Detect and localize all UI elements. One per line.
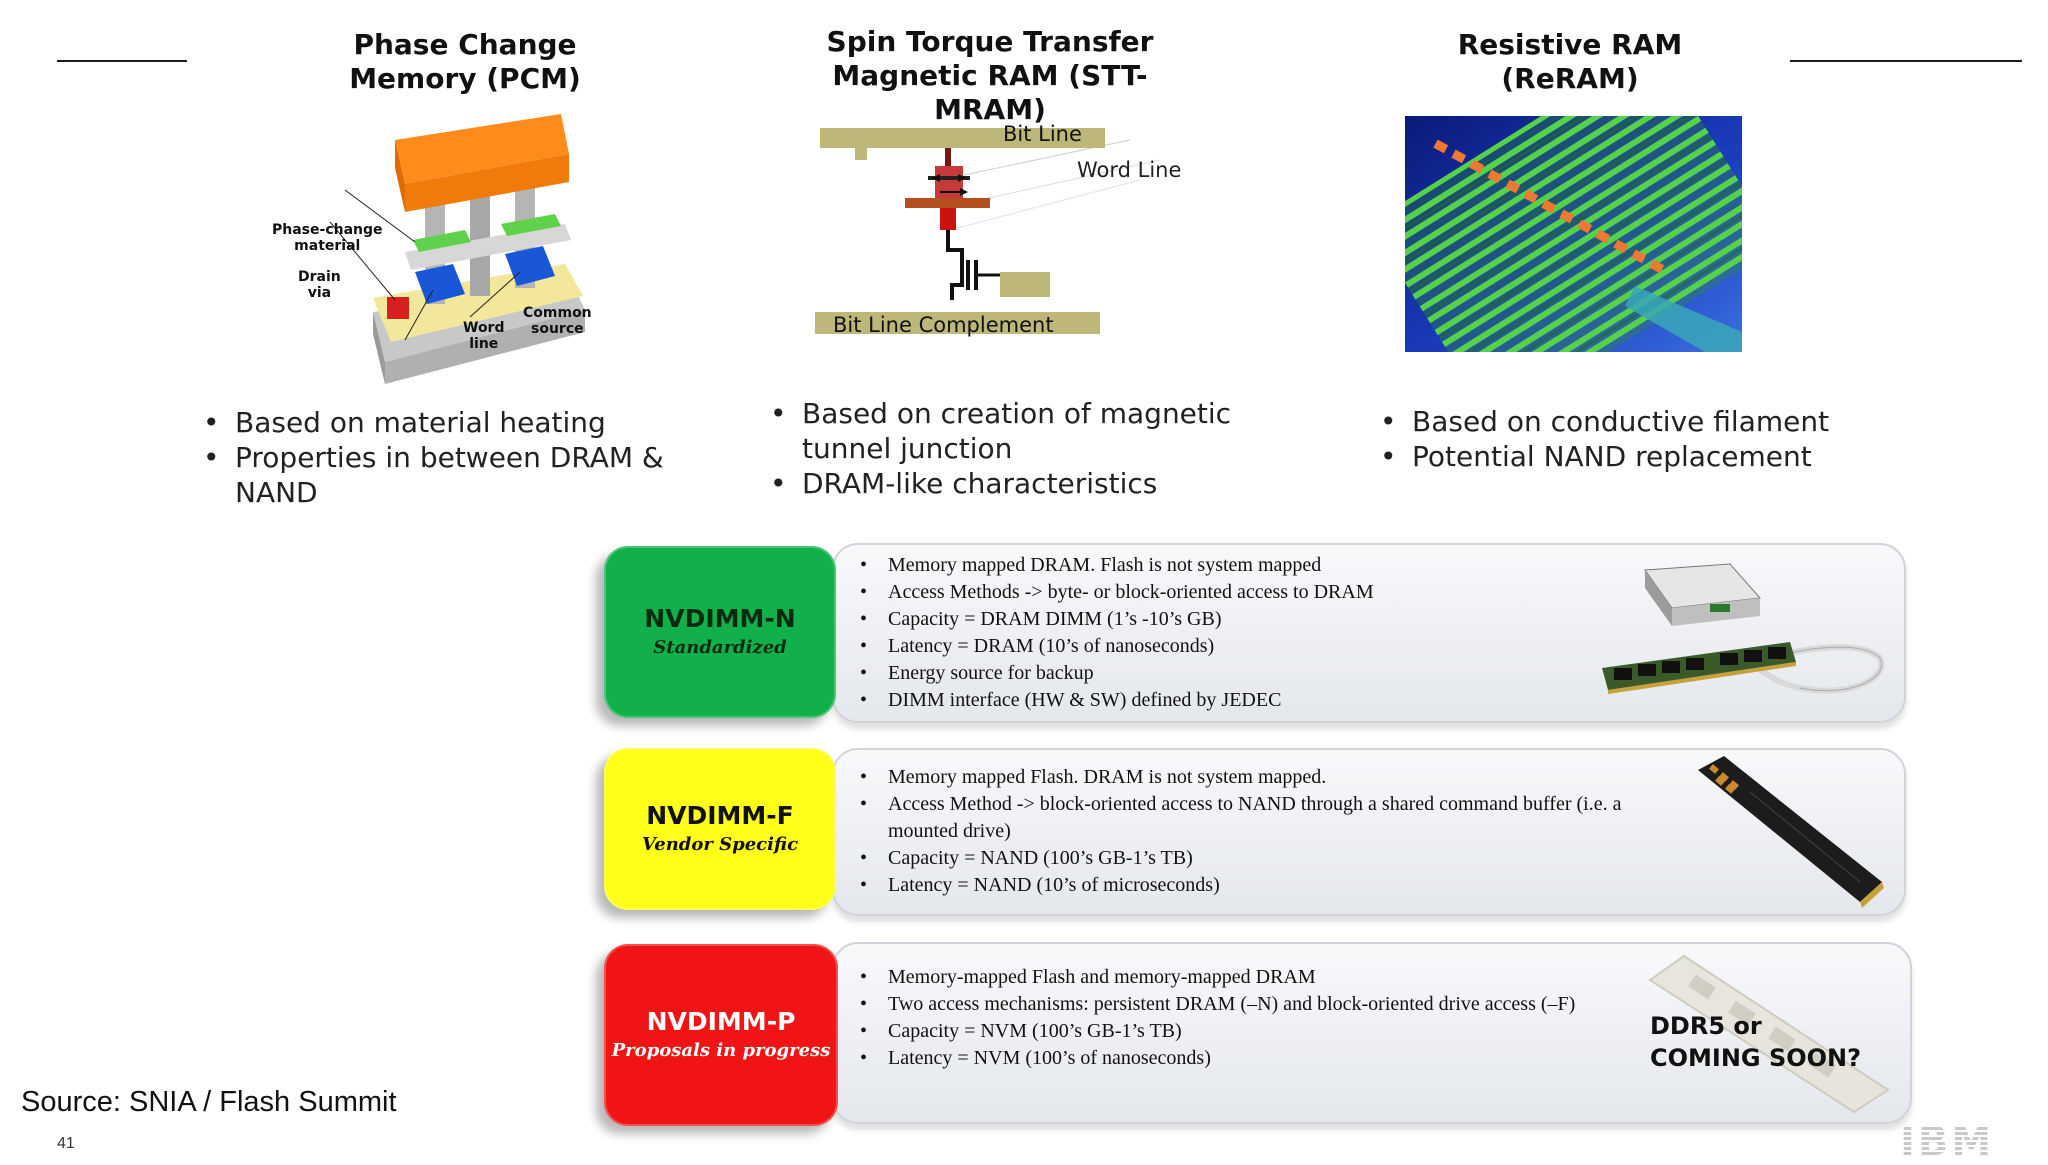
reram-crossbar-image [1405, 116, 1742, 352]
list-item: Capacity = DRAM DIMM (1’s -10’s GB) [860, 606, 1620, 633]
list-item: Latency = NAND (10’s of microseconds) [860, 872, 1690, 899]
list-item: Access Methods -> byte- or block-oriente… [860, 579, 1620, 606]
flash-dimm-icon [1698, 756, 1884, 908]
nvdimm-p-module-image [1640, 950, 1890, 1115]
list-item: Latency = DRAM (10’s of nanoseconds) [860, 633, 1620, 660]
list-item: Energy source for backup [860, 660, 1620, 687]
pcm-title: Phase Change Memory (PCM) [349, 28, 581, 95]
reram-crossbar-illustration [1405, 116, 1742, 352]
list-item: DRAM-like characteristics [770, 466, 1240, 501]
nvdimm-n-module-image [1600, 558, 1890, 708]
list-item: DIMM interface (HW & SW) defined by JEDE… [860, 687, 1620, 714]
list-item: Capacity = NAND (100’s GB-1’s TB) [860, 845, 1690, 872]
nvdimm-p-badge: NVDIMM-P Proposals in progress [604, 944, 838, 1126]
list-item: Access Method -> block-oriented access t… [860, 791, 1690, 845]
source-credit: Source: SNIA / Flash Summit [21, 1086, 397, 1118]
stt-label-bit-line: Bit Line [1003, 122, 1082, 146]
list-item: Memory mapped DRAM. Flash is not system … [860, 552, 1620, 579]
page-number: 41 [57, 1135, 75, 1152]
list-item: Memory mapped Flash. DRAM is not system … [860, 764, 1690, 791]
stt-mram-circuit-illustration [815, 128, 1161, 334]
list-item: Memory-mapped Flash and memory-mapped DR… [860, 964, 1660, 991]
nvdimm-f-name: NVDIMM-F [646, 801, 794, 830]
right-title-rule [1790, 60, 2022, 62]
nvdimm-f-badge: NVDIMM-F Vendor Specific [604, 748, 836, 910]
list-item: Based on material heating [203, 405, 743, 440]
pcm-label-phase-change: Phase-change material [272, 222, 383, 254]
nvdimm-p-name: NVDIMM-P [646, 1007, 796, 1036]
nvdimm-p-bullets: Memory-mapped Flash and memory-mapped DR… [860, 964, 1660, 1072]
pcm-label-common-source: Common source [523, 305, 592, 337]
nvdimm-f-status: Vendor Specific [641, 834, 799, 855]
stt-label-word-line: Word Line [1077, 158, 1182, 182]
nvdimm-f-bullets: Memory mapped Flash. DRAM is not system … [860, 764, 1690, 899]
list-item: Potential NAND replacement [1380, 439, 1900, 474]
list-item: Based on creation of magnetic tunnel jun… [770, 396, 1240, 466]
pcm-cell-diagram: Phase-change material Drain via Word lin… [265, 112, 625, 392]
nvdimm-p-status: Proposals in progress [611, 1040, 831, 1061]
stt-label-bit-line-complement: Bit Line Complement [833, 313, 1054, 337]
list-item: Capacity = NVM (100’s GB-1’s TB) [860, 1018, 1660, 1045]
nvdimm-n-name: NVDIMM-N [644, 604, 796, 633]
left-title-rule [57, 60, 187, 62]
list-item: Properties in between DRAM & NAND [203, 440, 743, 510]
nvdimm-n-bullets: Memory mapped DRAM. Flash is not system … [860, 552, 1620, 714]
nvdimm-p-note: DDR5 or COMING SOON? [1650, 1012, 1862, 1072]
ibm-logo: IBM [1900, 1119, 1995, 1165]
stt-mram-cell-diagram: Bit Line Word Line Bit Line Complement [800, 120, 1220, 345]
pcm-label-word-line: Word line [463, 320, 505, 352]
pcm-label-drain-via: Drain via [298, 269, 341, 301]
dimm-module-icon [1602, 563, 1885, 694]
nvdimm-n-status: Standardized [653, 637, 787, 658]
ddr5-module-icon [1648, 954, 1890, 1114]
list-item: Two access mechanisms: persistent DRAM (… [860, 991, 1660, 1018]
pcm-cell-illustration [329, 114, 585, 384]
list-item: Latency = NVM (100’s of nanoseconds) [860, 1045, 1660, 1072]
reram-title: Resistive RAM (ReRAM) [1457, 28, 1683, 95]
stt-mram-title: Spin Torque Transfer Magnetic RAM (STT-M… [826, 25, 1154, 126]
pcm-bullets: Based on material heating Properties in … [203, 405, 743, 510]
list-item: Based on conductive filament [1380, 404, 1900, 439]
reram-bullets: Based on conductive filament Potential N… [1380, 404, 1900, 474]
stt-mram-bullets: Based on creation of magnetic tunnel jun… [770, 396, 1240, 501]
nvdimm-n-badge: NVDIMM-N Standardized [604, 546, 836, 718]
nvdimm-f-module-image [1690, 752, 1885, 912]
